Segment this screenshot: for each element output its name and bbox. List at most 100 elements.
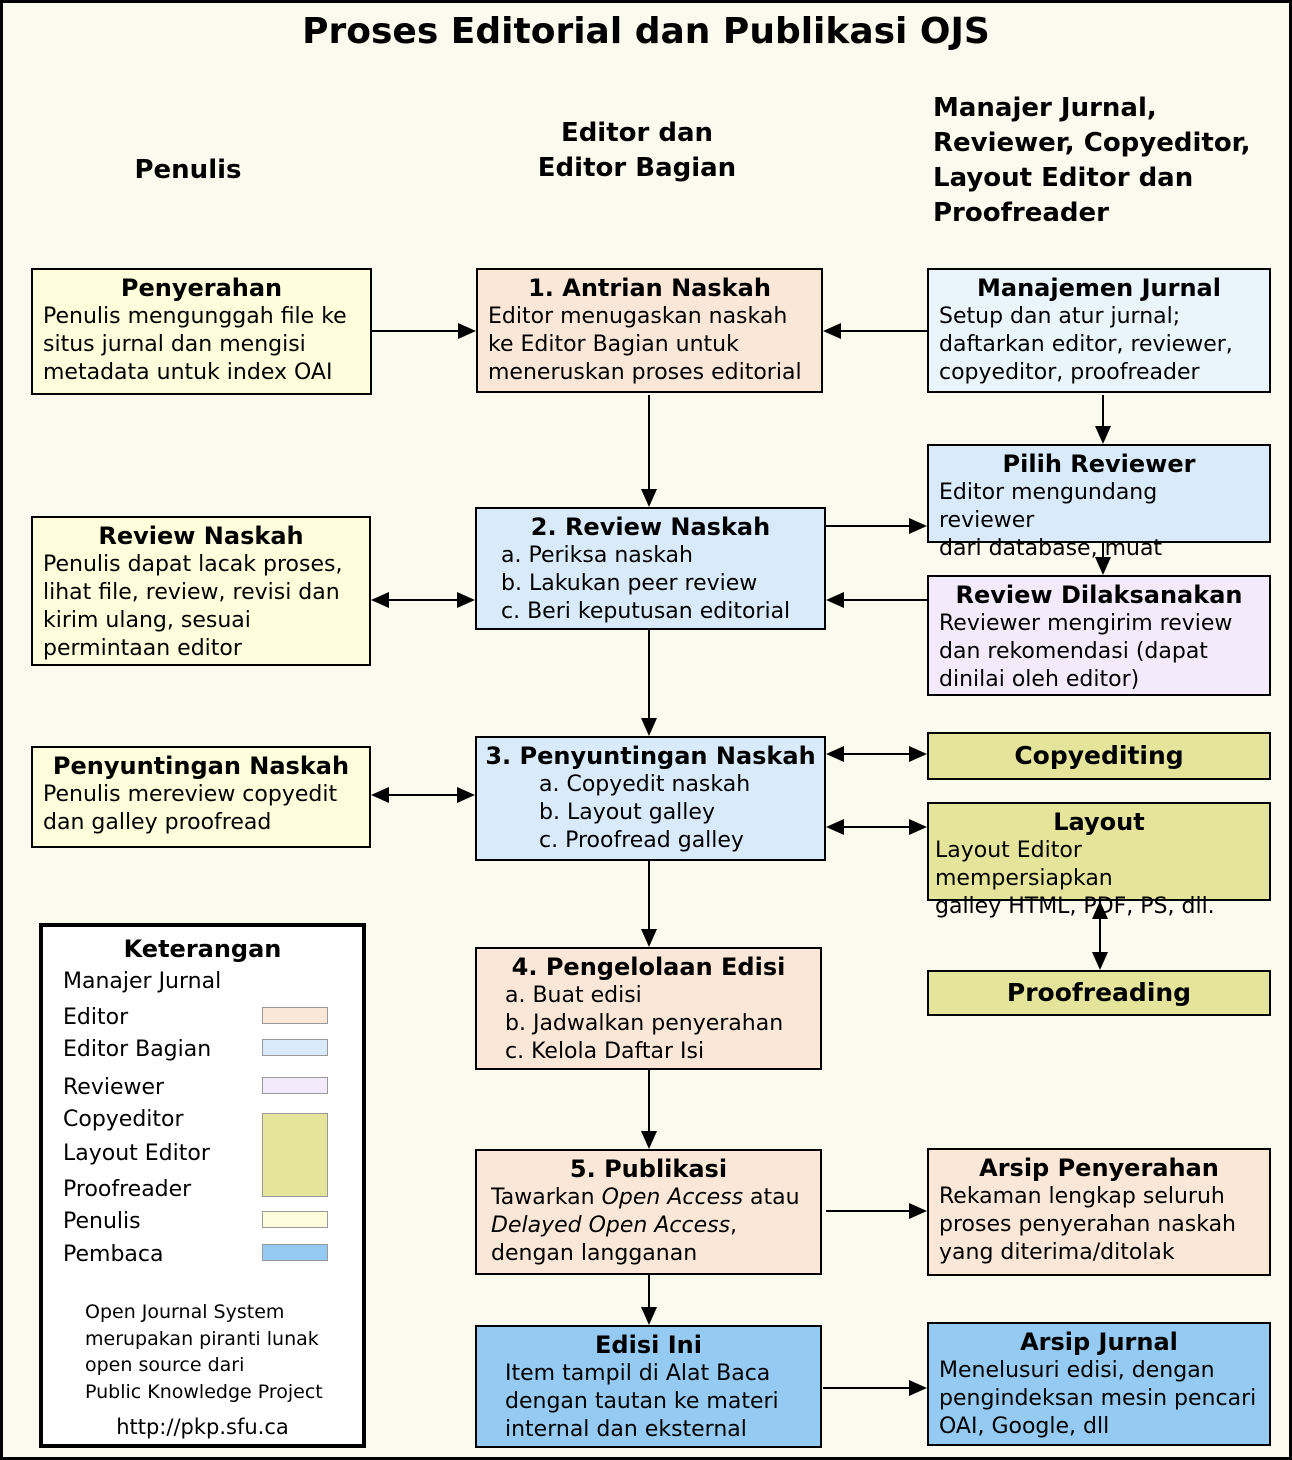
box-penyuntingan-naskah-title: 3. Penyuntingan Naskah bbox=[485, 742, 816, 770]
legend-box: Keterangan Manajer Jurnal Editor Editor … bbox=[39, 923, 366, 1448]
legend-swatch-penulis bbox=[262, 1211, 328, 1228]
arrow-dilaksanakan-to-review-line bbox=[844, 599, 927, 601]
arrow-pengelolaan-to-publikasi-head bbox=[641, 1131, 657, 1149]
box-arsip-jurnal-title: Arsip Jurnal bbox=[1020, 1328, 1178, 1356]
arrow-publikasi-to-arsip-penyerahan-line bbox=[826, 1210, 909, 1212]
arrow-review-penulis-bidirectional-line bbox=[389, 599, 457, 601]
arrow-publikasi-to-arsip-penyerahan-head bbox=[909, 1203, 927, 1219]
box-manajemen-jurnal: Manajemen Jurnal Setup dan atur jurnal; … bbox=[927, 268, 1271, 393]
box-pilih-reviewer-body: Editor mengundang reviewer dari database… bbox=[939, 480, 1163, 562]
arrow-antrian-to-review-line bbox=[648, 395, 650, 489]
box-penyuntingan-item-a: a. Copyedit naskah bbox=[539, 772, 751, 798]
legend-label-manajer-jurnal: Manajer Jurnal bbox=[63, 969, 222, 994]
arrow-pengelolaan-to-publikasi-line bbox=[648, 1070, 650, 1131]
box-penyuntingan-penulis-title: Penyuntingan Naskah bbox=[52, 752, 350, 780]
arrow-pilih-to-dilaksanakan-line bbox=[1102, 543, 1104, 557]
box-edisi-ini-body: Item tampil di Alat Baca dengan tautan k… bbox=[505, 1361, 779, 1443]
box-arsip-penyerahan-title: Arsip Penyerahan bbox=[979, 1154, 1219, 1182]
arrow-penyuntingan-layout-head-right bbox=[909, 819, 927, 835]
legend-title: Keterangan bbox=[123, 935, 282, 963]
legend-swatch-editor bbox=[262, 1007, 328, 1024]
arrow-review-to-pilih-head bbox=[909, 518, 927, 534]
arrow-penyuntingan-copyediting-head-left bbox=[826, 746, 844, 762]
arrow-manajemen-to-pilih-line bbox=[1102, 395, 1104, 426]
box-pengelolaan-edisi: 4. Pengelolaan Edisi a. Buat edisi b. Ja… bbox=[475, 947, 822, 1070]
page-title: Proses Editorial dan Publikasi OJS bbox=[302, 11, 990, 52]
arrow-manajemen-to-antrian-line bbox=[841, 330, 927, 332]
arrow-review-penulis-head-left bbox=[371, 592, 389, 608]
arrow-layout-proofreading-head-down bbox=[1092, 952, 1108, 970]
arrow-penyuntingan-penulis-bidirectional-line bbox=[389, 794, 457, 796]
arrow-manajemen-to-pilih-head bbox=[1095, 426, 1111, 444]
box-review-dilaksanakan-body: Reviewer mengirim review dan rekomendasi… bbox=[939, 611, 1233, 693]
box-penyuntingan-item-c: c. Proofread galley bbox=[539, 828, 744, 854]
arrow-penyuntingan-penulis-head-right bbox=[457, 787, 475, 803]
box-antrian-naskah: 1. Antrian Naskah Editor menugaskan nask… bbox=[476, 268, 823, 393]
arrow-antrian-to-review-head bbox=[641, 489, 657, 507]
arrow-penyuntingan-copyediting-head-right bbox=[909, 746, 927, 762]
box-review-naskah-penulis: Review Naskah Penulis dapat lacak proses… bbox=[31, 516, 371, 666]
box-pengelolaan-item-b: b. Jadwalkan penyerahan bbox=[505, 1011, 784, 1037]
box-review-dilaksanakan-title: Review Dilaksanakan bbox=[955, 581, 1243, 609]
box-penyerahan-title: Penyerahan bbox=[120, 274, 283, 302]
publikasi-text-1: Tawarkan bbox=[491, 1185, 602, 1211]
column-header-penulis: Penulis bbox=[134, 155, 242, 185]
box-pilih-reviewer: Pilih Reviewer Editor mengundang reviewe… bbox=[927, 444, 1271, 561]
box-pengelolaan-item-c: c. Kelola Daftar Isi bbox=[505, 1039, 705, 1065]
box-review-naskah-item-a: a. Periksa naskah bbox=[501, 543, 693, 569]
box-manajemen-jurnal-body: Setup dan atur jurnal; daftarkan editor,… bbox=[939, 304, 1233, 386]
arrow-publikasi-to-edisi-line bbox=[648, 1275, 650, 1307]
legend-label-copyeditor: Copyeditor bbox=[63, 1107, 184, 1132]
box-pilih-reviewer-title: Pilih Reviewer bbox=[1002, 450, 1196, 478]
box-review-dilaksanakan: Review Dilaksanakan Reviewer mengirim re… bbox=[927, 575, 1271, 696]
publikasi-italic-2: Delayed Open Access bbox=[491, 1213, 731, 1239]
box-copyediting-title: Copyediting bbox=[1014, 741, 1184, 771]
arrow-penyerahan-to-antrian-line bbox=[372, 330, 458, 332]
publikasi-text-4: dengan langganan bbox=[491, 1241, 698, 1267]
arrow-review-to-penyuntingan-line bbox=[648, 630, 650, 718]
legend-label-pembaca: Pembaca bbox=[63, 1242, 164, 1267]
arrow-review-to-pilih-line bbox=[826, 525, 909, 527]
arrow-penyerahan-to-antrian-head bbox=[458, 323, 476, 339]
arrow-penyuntingan-layout-line bbox=[844, 826, 909, 828]
arrow-edisi-to-arsip-jurnal-head bbox=[909, 1380, 927, 1396]
arrow-penyuntingan-copyediting-line bbox=[844, 753, 909, 755]
box-arsip-penyerahan: Arsip Penyerahan Rekaman lengkap seluruh… bbox=[927, 1148, 1271, 1276]
arrow-penyuntingan-layout-head-left bbox=[826, 819, 844, 835]
box-penyuntingan-item-b: b. Layout galley bbox=[539, 800, 715, 826]
box-manajemen-jurnal-title: Manajemen Jurnal bbox=[977, 274, 1221, 302]
arrow-pilih-to-dilaksanakan-head bbox=[1095, 557, 1111, 575]
legend-note: Open Journal System merupakan piranti lu… bbox=[85, 1301, 323, 1403]
arrow-layout-proofreading-head-up bbox=[1092, 901, 1108, 919]
arrow-publikasi-to-edisi-head bbox=[641, 1307, 657, 1325]
legend-swatch-editor-bagian bbox=[262, 1039, 328, 1056]
arrow-manajemen-to-antrian-head bbox=[823, 323, 841, 339]
box-penyerahan-body: Penulis mengunggah file ke situs jurnal … bbox=[43, 304, 347, 386]
arrow-layout-proofreading-line bbox=[1099, 919, 1101, 952]
box-arsip-jurnal: Arsip Jurnal Menelusuri edisi, dengan pe… bbox=[927, 1322, 1271, 1446]
legend-swatch-pembaca bbox=[262, 1244, 328, 1261]
box-pengelolaan-item-a: a. Buat edisi bbox=[505, 983, 642, 1009]
box-review-naskah-item-c: c. Beri keputusan editorial bbox=[501, 599, 791, 625]
arrow-edisi-to-arsip-jurnal-line bbox=[823, 1387, 909, 1389]
legend-label-layout-editor: Layout Editor bbox=[63, 1141, 210, 1166]
legend-label-editor: Editor bbox=[63, 1005, 129, 1030]
box-proofreading-title: Proofreading bbox=[1006, 978, 1192, 1008]
box-proofreading: Proofreading bbox=[927, 970, 1271, 1016]
arrow-review-to-penyuntingan-head bbox=[641, 718, 657, 736]
legend-swatch-copyeditor-layout-proofreader bbox=[262, 1113, 328, 1197]
box-antrian-naskah-body: Editor menugaskan naskah ke Editor Bagia… bbox=[488, 304, 802, 386]
legend-swatch-reviewer bbox=[262, 1077, 328, 1094]
box-review-naskah-item-b: b. Lakukan peer review bbox=[501, 571, 758, 597]
box-edisi-ini: Edisi Ini Item tampil di Alat Baca denga… bbox=[475, 1325, 822, 1448]
box-arsip-jurnal-body: Menelusuri edisi, dengan pengindeksan me… bbox=[939, 1358, 1257, 1440]
box-penyuntingan-penulis: Penyuntingan Naskah Penulis mereview cop… bbox=[31, 746, 371, 848]
column-header-editor: Editor dan Editor Bagian bbox=[537, 118, 737, 184]
publikasi-text-3: , bbox=[730, 1213, 738, 1239]
box-penyuntingan-penulis-body: Penulis mereview copyedit dan galley pro… bbox=[43, 782, 338, 836]
column-header-manajer: Manajer Jurnal, Reviewer, Copyeditor, La… bbox=[933, 93, 1251, 229]
box-antrian-naskah-title: 1. Antrian Naskah bbox=[528, 274, 771, 302]
box-penyuntingan-naskah: 3. Penyuntingan Naskah a. Copyedit naska… bbox=[475, 736, 826, 861]
